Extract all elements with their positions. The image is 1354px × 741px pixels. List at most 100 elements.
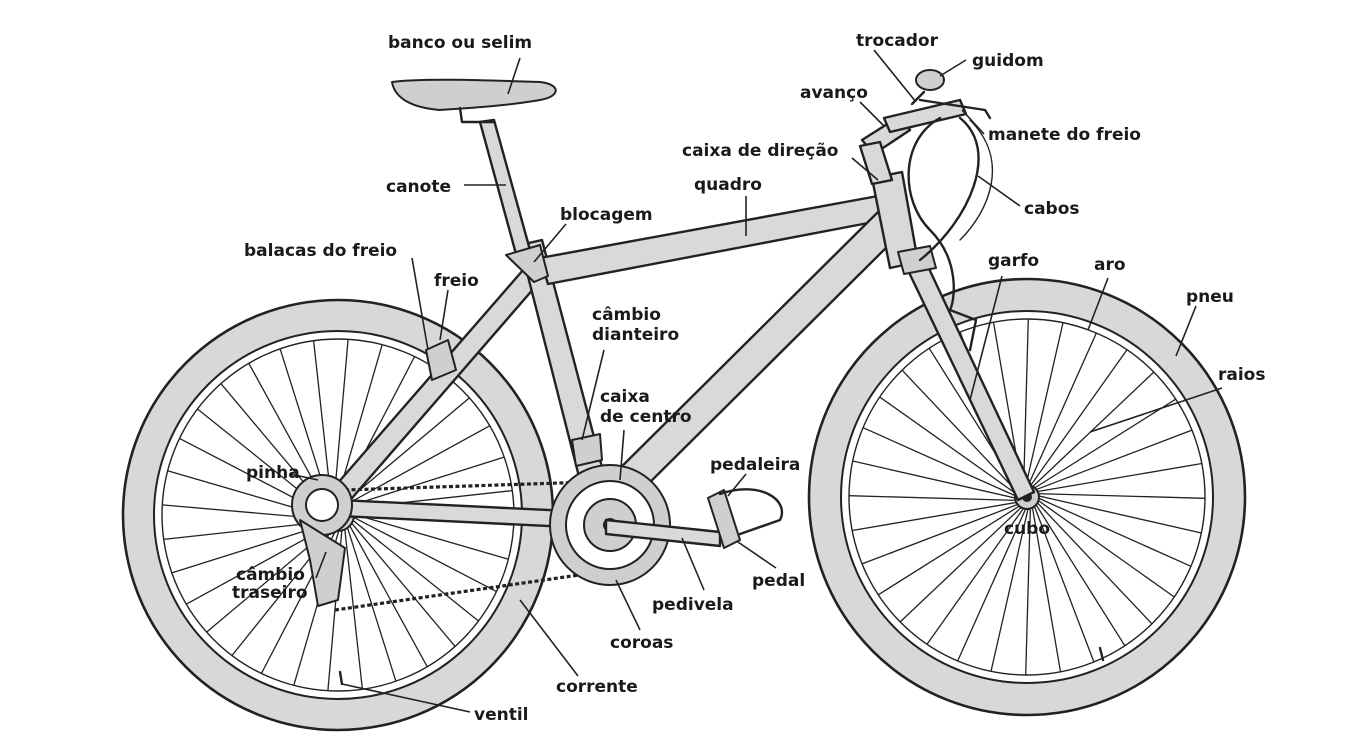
- spoke: [171, 523, 328, 574]
- drivetrain: [291, 339, 1105, 686]
- leader-aro: [1087, 277, 1109, 331]
- label-corrente: corrente: [556, 677, 638, 697]
- spoke: [350, 518, 479, 622]
- leader-ventil: [341, 683, 471, 713]
- leader-pedaleira: [727, 473, 747, 497]
- front-wheel: [807, 277, 1247, 717]
- label-blocagem: blocagem: [560, 205, 653, 225]
- spoke: [901, 369, 1019, 494]
- spoke: [1028, 349, 1128, 488]
- leader-blocagem: [533, 223, 567, 263]
- chain-top: [344, 480, 591, 492]
- leader-cambio-traseiro: [315, 551, 327, 579]
- spoke: [1032, 398, 1177, 490]
- label-quadro: quadro: [694, 175, 762, 195]
- leader-freio: [439, 289, 449, 341]
- label-cambio-dianteiro-line2: dianteiro: [592, 325, 679, 345]
- cables-3: [959, 119, 994, 241]
- leader-pinha: [289, 473, 319, 481]
- label-pedaleira: pedaleira: [710, 455, 800, 475]
- front-valve: [1098, 646, 1105, 662]
- leader-pedal: [737, 541, 777, 569]
- seat-post: [478, 118, 532, 256]
- label-manete-do-freio: manete do freio: [988, 125, 1141, 145]
- spoke: [926, 506, 1026, 645]
- seat-clamp: [505, 244, 549, 283]
- label-pedal: pedal: [752, 571, 805, 591]
- saddle-rail: [458, 106, 496, 124]
- cables: [907, 116, 955, 312]
- valve: [338, 670, 344, 686]
- label-avanco: avanço: [800, 83, 868, 103]
- spoke: [1024, 322, 1064, 488]
- cassette-inner: [305, 488, 339, 522]
- spoke: [346, 425, 491, 505]
- cables-2: [918, 116, 980, 262]
- spoke: [1022, 318, 1029, 488]
- spoke: [861, 503, 1020, 565]
- leader-cambio-dianteiro: [581, 349, 605, 441]
- pedal: [707, 489, 741, 549]
- spoke: [1036, 496, 1192, 567]
- label-aro: aro: [1094, 255, 1126, 275]
- frame: [328, 118, 920, 530]
- shifter: [910, 90, 926, 106]
- leader-manete: [961, 109, 985, 135]
- leader-coroas: [615, 579, 641, 631]
- toe-clip: [718, 488, 783, 536]
- label-garfo: garfo: [988, 251, 1039, 271]
- label-caixa-de-direcao: caixa de direção: [682, 141, 839, 161]
- label-freio: freio: [434, 271, 479, 291]
- spoke: [343, 527, 364, 690]
- spoke: [990, 506, 1030, 672]
- spoke: [957, 506, 1028, 662]
- leader-banco: [507, 57, 521, 95]
- front-derailleur: [571, 433, 603, 467]
- spoke: [351, 513, 509, 560]
- saddle: [391, 78, 557, 111]
- spoke: [1034, 502, 1126, 647]
- label-canote: canote: [386, 177, 451, 197]
- label-pneu: pneu: [1186, 287, 1234, 307]
- chain-bottom: [334, 570, 601, 612]
- leader-caixa-direcao: [851, 157, 879, 181]
- spoke: [877, 504, 1022, 596]
- spoke: [348, 523, 428, 668]
- spoke: [348, 456, 505, 507]
- leader-raios: [1089, 387, 1223, 433]
- spoke: [1036, 494, 1202, 534]
- spoke: [1033, 504, 1095, 663]
- front-rim-inner: [848, 318, 1206, 676]
- spoke: [351, 515, 497, 593]
- spoke: [1035, 500, 1153, 625]
- crank-arm: [604, 518, 722, 548]
- leader-avanco: [859, 101, 885, 127]
- spoke: [879, 396, 1018, 496]
- spoke: [1036, 498, 1175, 598]
- brake-lever: [918, 98, 992, 120]
- leader-caixa-centro: [619, 429, 625, 481]
- leader-pneu: [1175, 305, 1197, 357]
- spoke: [346, 525, 397, 682]
- handlebar-grip: [915, 69, 945, 91]
- label-caixa-de-centro-line1: caixa: [600, 387, 650, 407]
- spoke: [862, 427, 1018, 498]
- spoke: [848, 495, 1018, 502]
- spoke: [1036, 492, 1206, 499]
- label-ventil: ventil: [474, 705, 529, 725]
- label-cambio-traseiro-line2: traseiro: [232, 583, 308, 603]
- spoke: [1031, 505, 1062, 672]
- spoke: [344, 397, 470, 504]
- leader-trocador: [873, 49, 917, 103]
- spoke: [349, 521, 456, 647]
- cockpit: [858, 69, 994, 312]
- leader-guidom: [939, 59, 967, 77]
- spoke: [1025, 506, 1032, 676]
- spoke: [333, 339, 349, 502]
- spoke: [1034, 429, 1193, 491]
- spoke: [1026, 332, 1097, 488]
- spoke: [899, 505, 1024, 623]
- label-banco-ou-selim: banco ou selim: [388, 33, 532, 53]
